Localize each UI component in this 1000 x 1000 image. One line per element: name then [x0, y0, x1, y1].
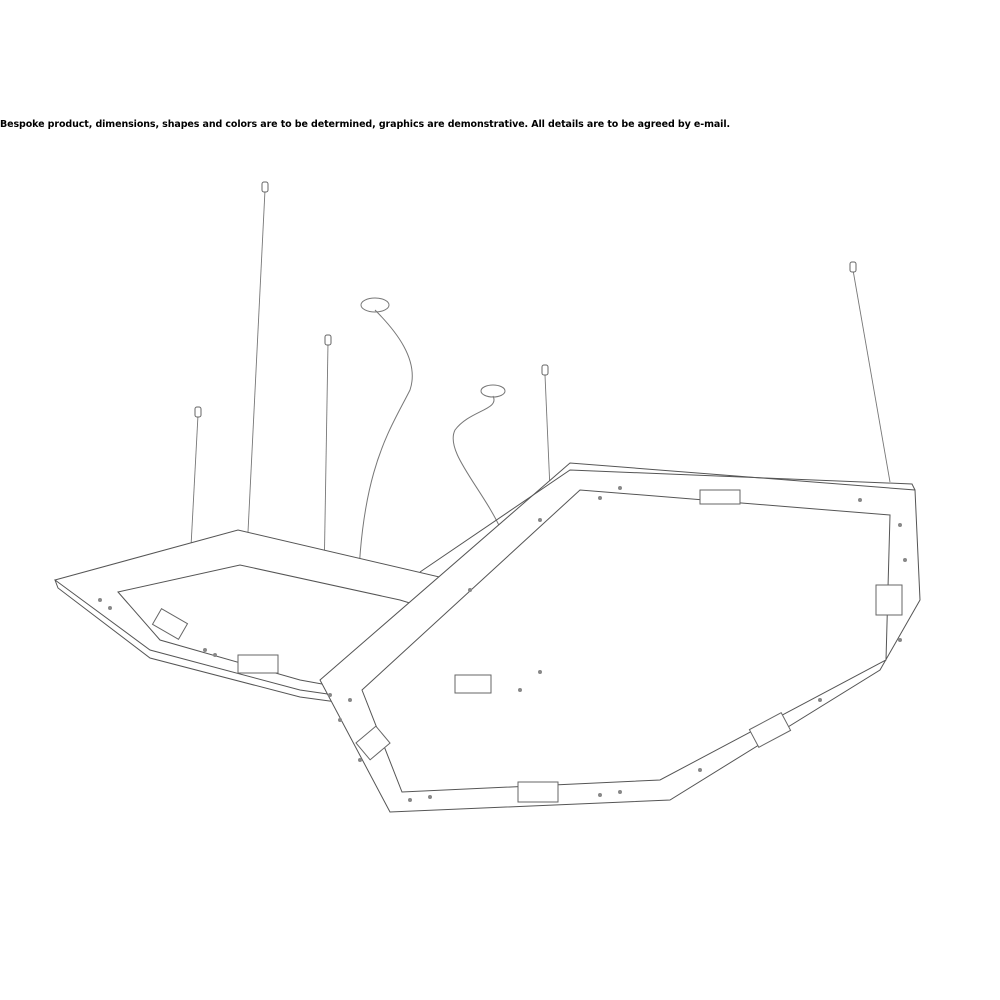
- anchor-icon: [261, 181, 269, 193]
- anchor-icon: [849, 261, 857, 273]
- cable: [852, 269, 891, 483]
- disclaimer-text: Bespoke product, dimensions, shapes and …: [0, 119, 730, 130]
- power-cord: [357, 309, 413, 601]
- cable: [247, 189, 266, 533]
- canopy-icon: [480, 384, 506, 398]
- bracket: [355, 725, 391, 761]
- connector-brackets: [151, 489, 903, 803]
- right-hexagon-frame: [319, 462, 921, 813]
- bracket: [151, 608, 189, 640]
- canopy-icon: [360, 297, 390, 313]
- bracket: [748, 712, 792, 748]
- anchor-icon: [324, 334, 332, 346]
- bracket: [237, 654, 279, 674]
- frame-inner: [361, 489, 891, 793]
- power-canopies: [357, 297, 512, 681]
- anchor-icon: [541, 364, 549, 376]
- bracket: [454, 674, 492, 694]
- bracket: [517, 781, 559, 803]
- anchor-icon: [194, 406, 202, 418]
- bracket: [699, 489, 741, 505]
- cable-anchors: [194, 181, 857, 523]
- fixing-holes: [98, 486, 907, 802]
- bracket: [875, 584, 903, 616]
